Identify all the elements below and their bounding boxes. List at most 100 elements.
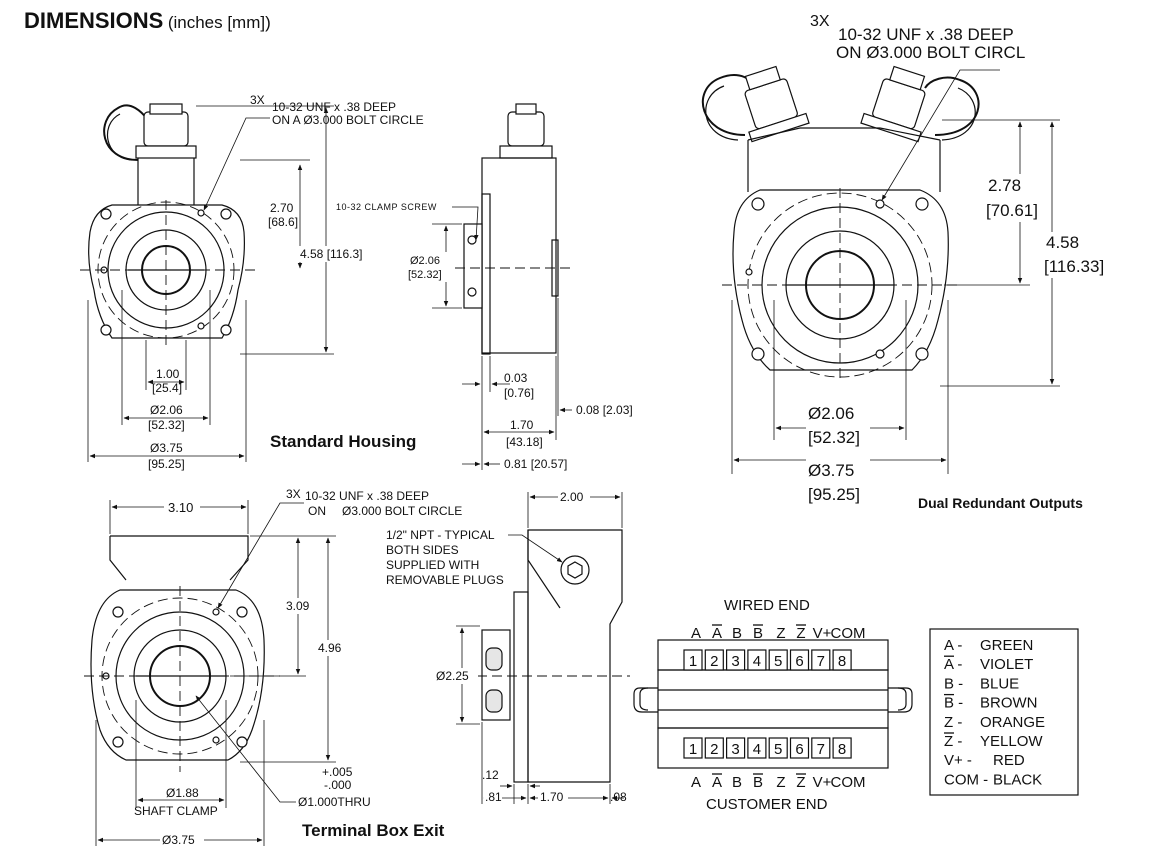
- std-side-clamp-screw: 10-32 CLAMP SCREW: [336, 202, 437, 212]
- wired-end-pin-4: 4: [753, 653, 761, 670]
- tb-front-dim-310: 3.10: [168, 500, 193, 515]
- wired-end-signal-4: B: [753, 625, 763, 642]
- legend-color-5: ORANGE: [980, 714, 1045, 731]
- customer-end-pin-box-4: [747, 737, 767, 759]
- legend-signal-2: A -: [944, 656, 962, 673]
- wired-end-signal-1: A: [691, 625, 701, 642]
- wired-end-pin-7: 7: [817, 653, 825, 670]
- dual-outputs-caption: Dual Redundant Outputs: [918, 495, 1083, 511]
- dual-dim-375-mm: [95.25]: [808, 485, 860, 504]
- tb-side-npt-line2: BOTH SIDES: [386, 543, 459, 557]
- wired-end-signal-3: B: [732, 625, 742, 642]
- customer-end-signal-4: B: [753, 774, 763, 791]
- wired-end-pin-box-7: [811, 649, 831, 671]
- tb-front-thread-line2b: Ø3.000 BOLT CIRCLE: [342, 504, 462, 518]
- legend-signal-7: V+ -: [944, 752, 972, 769]
- std-side-dim-170-mm: [43.18]: [506, 435, 543, 449]
- customer-end-pin-7: 7: [817, 741, 825, 758]
- customer-end-pin-box-7: [811, 737, 831, 759]
- std-front-dim-206-mm: [52.32]: [148, 418, 185, 432]
- customer-end-pin-box-3: [725, 737, 746, 759]
- legend-color-2: VIOLET: [980, 656, 1033, 673]
- tb-side-dim-012: .12: [482, 768, 499, 782]
- wired-end-signal-7: V+: [813, 625, 832, 642]
- dual-thread-line2: ON Ø3.000 BOLT CIRCL: [836, 43, 1025, 62]
- legend-signal-1: A -: [944, 637, 962, 654]
- wired-end-signal-8: COM: [831, 625, 866, 642]
- std-front-thread-line1: 10-32 UNF x .38 DEEP: [272, 100, 396, 114]
- dual-dim-206-mm: [52.32]: [808, 428, 860, 447]
- legend-signal-6: Z -: [944, 733, 962, 750]
- tb-side-dim-008: .08: [610, 790, 627, 804]
- std-side-dim-206-mm: [52.32]: [408, 269, 442, 281]
- std-front-qty: 3X: [250, 93, 265, 107]
- standard-housing-front-view: 3X 10-32 UNF x .38 DEEP ON A Ø3.000 BOLT…: [80, 93, 424, 471]
- customer-end-pin-box-2: [704, 737, 724, 759]
- wired-end-pin-3: 3: [731, 653, 739, 670]
- legend-color-3: BLUE: [980, 675, 1019, 692]
- dual-outputs-view: 3X 10-32 UNF x .38 DEEP ON Ø3.000 BOLT C…: [701, 13, 1120, 506]
- customer-end-signal-8: COM: [831, 774, 866, 791]
- customer-end-pin-box-5: [768, 737, 788, 759]
- standard-housing-caption: Standard Housing: [270, 432, 416, 451]
- std-front-dim-458: 4.58 [116.3]: [300, 247, 363, 261]
- customer-end-pin-box-8: [832, 737, 852, 759]
- dual-thread-line1: 10-32 UNF x .38 DEEP: [838, 25, 1014, 44]
- customer-end-signal-7: V+: [813, 774, 832, 791]
- tb-front-dim-375: Ø3.75: [162, 833, 195, 847]
- std-front-dim-206: Ø2.06: [150, 403, 183, 417]
- wired-end-pin-box-3: [725, 649, 746, 671]
- dual-dim-278: 2.78: [988, 176, 1021, 195]
- terminal-box-side-view: 1/2" NPT - TYPICAL BOTH SIDES SUPPLIED W…: [386, 488, 630, 804]
- std-side-dim-206: Ø2.06: [410, 255, 440, 267]
- std-side-dim-170: 1.70: [510, 418, 534, 432]
- tb-side-dim-200: 2.00: [560, 490, 584, 504]
- std-front-thread-line2: ON A Ø3.000 BOLT CIRCLE: [272, 113, 424, 127]
- terminal-box-front-view: 3.10 3X 10-32 UNF x .38 DEEP ON Ø3.000 B…: [84, 487, 462, 848]
- std-front-dim-375: Ø3.75: [150, 441, 183, 455]
- wired-end-signal-5: Z: [776, 625, 785, 642]
- customer-end-pin-5: 5: [774, 741, 782, 758]
- customer-end-signal-2: A: [712, 774, 722, 791]
- wired-end-pin-box-8: [832, 649, 852, 671]
- standard-housing-side-view: 10-32 CLAMP SCREW Ø2.06 [52.32] 0.03 [0.…: [336, 103, 633, 471]
- tb-side-npt-line4: REMOVABLE PLUGS: [386, 573, 504, 587]
- wired-end-signal-2: A: [712, 625, 722, 642]
- wired-end-pin-2: 2: [710, 653, 718, 670]
- wired-end-pin-6: 6: [795, 653, 803, 670]
- std-front-dim-100-mm: [25.4]: [152, 381, 182, 395]
- wired-end-pin-box-6: [789, 649, 810, 671]
- legend-signal-4: B -: [944, 695, 963, 712]
- tb-side-dim-170: 1.70: [540, 790, 564, 804]
- customer-end-signal-5: Z: [776, 774, 785, 791]
- terminal-block-customer-end: CUSTOMER END: [706, 796, 828, 813]
- std-front-dim-270-mm: [68.6]: [268, 215, 298, 229]
- legend-signal-3: B -: [944, 675, 963, 692]
- wired-end-signal-6: Z: [796, 625, 805, 642]
- customer-end-pin-4: 4: [753, 741, 761, 758]
- customer-end-pin-6: 6: [795, 741, 803, 758]
- customer-end-pin-box-6: [789, 737, 810, 759]
- std-front-dim-270: 2.70: [270, 201, 294, 215]
- tb-side-dim-081: .81: [485, 790, 502, 804]
- units-note: (inches [mm]): [167, 13, 271, 32]
- std-side-dim-008: 0.08 [2.03]: [576, 403, 633, 417]
- customer-end-signal-6: Z: [796, 774, 805, 791]
- dual-dim-278-mm: [70.61]: [986, 201, 1038, 220]
- customer-end-pin-3: 3: [731, 741, 739, 758]
- customer-end-signal-3: B: [732, 774, 742, 791]
- legend-color-8: BLACK: [993, 771, 1042, 788]
- legend-color-4: BROWN: [980, 695, 1038, 712]
- std-side-dim-003: 0.03: [504, 371, 528, 385]
- tb-side-dim-225: Ø2.25: [436, 669, 469, 683]
- tb-front-shaft-clamp: SHAFT CLAMP: [134, 804, 218, 818]
